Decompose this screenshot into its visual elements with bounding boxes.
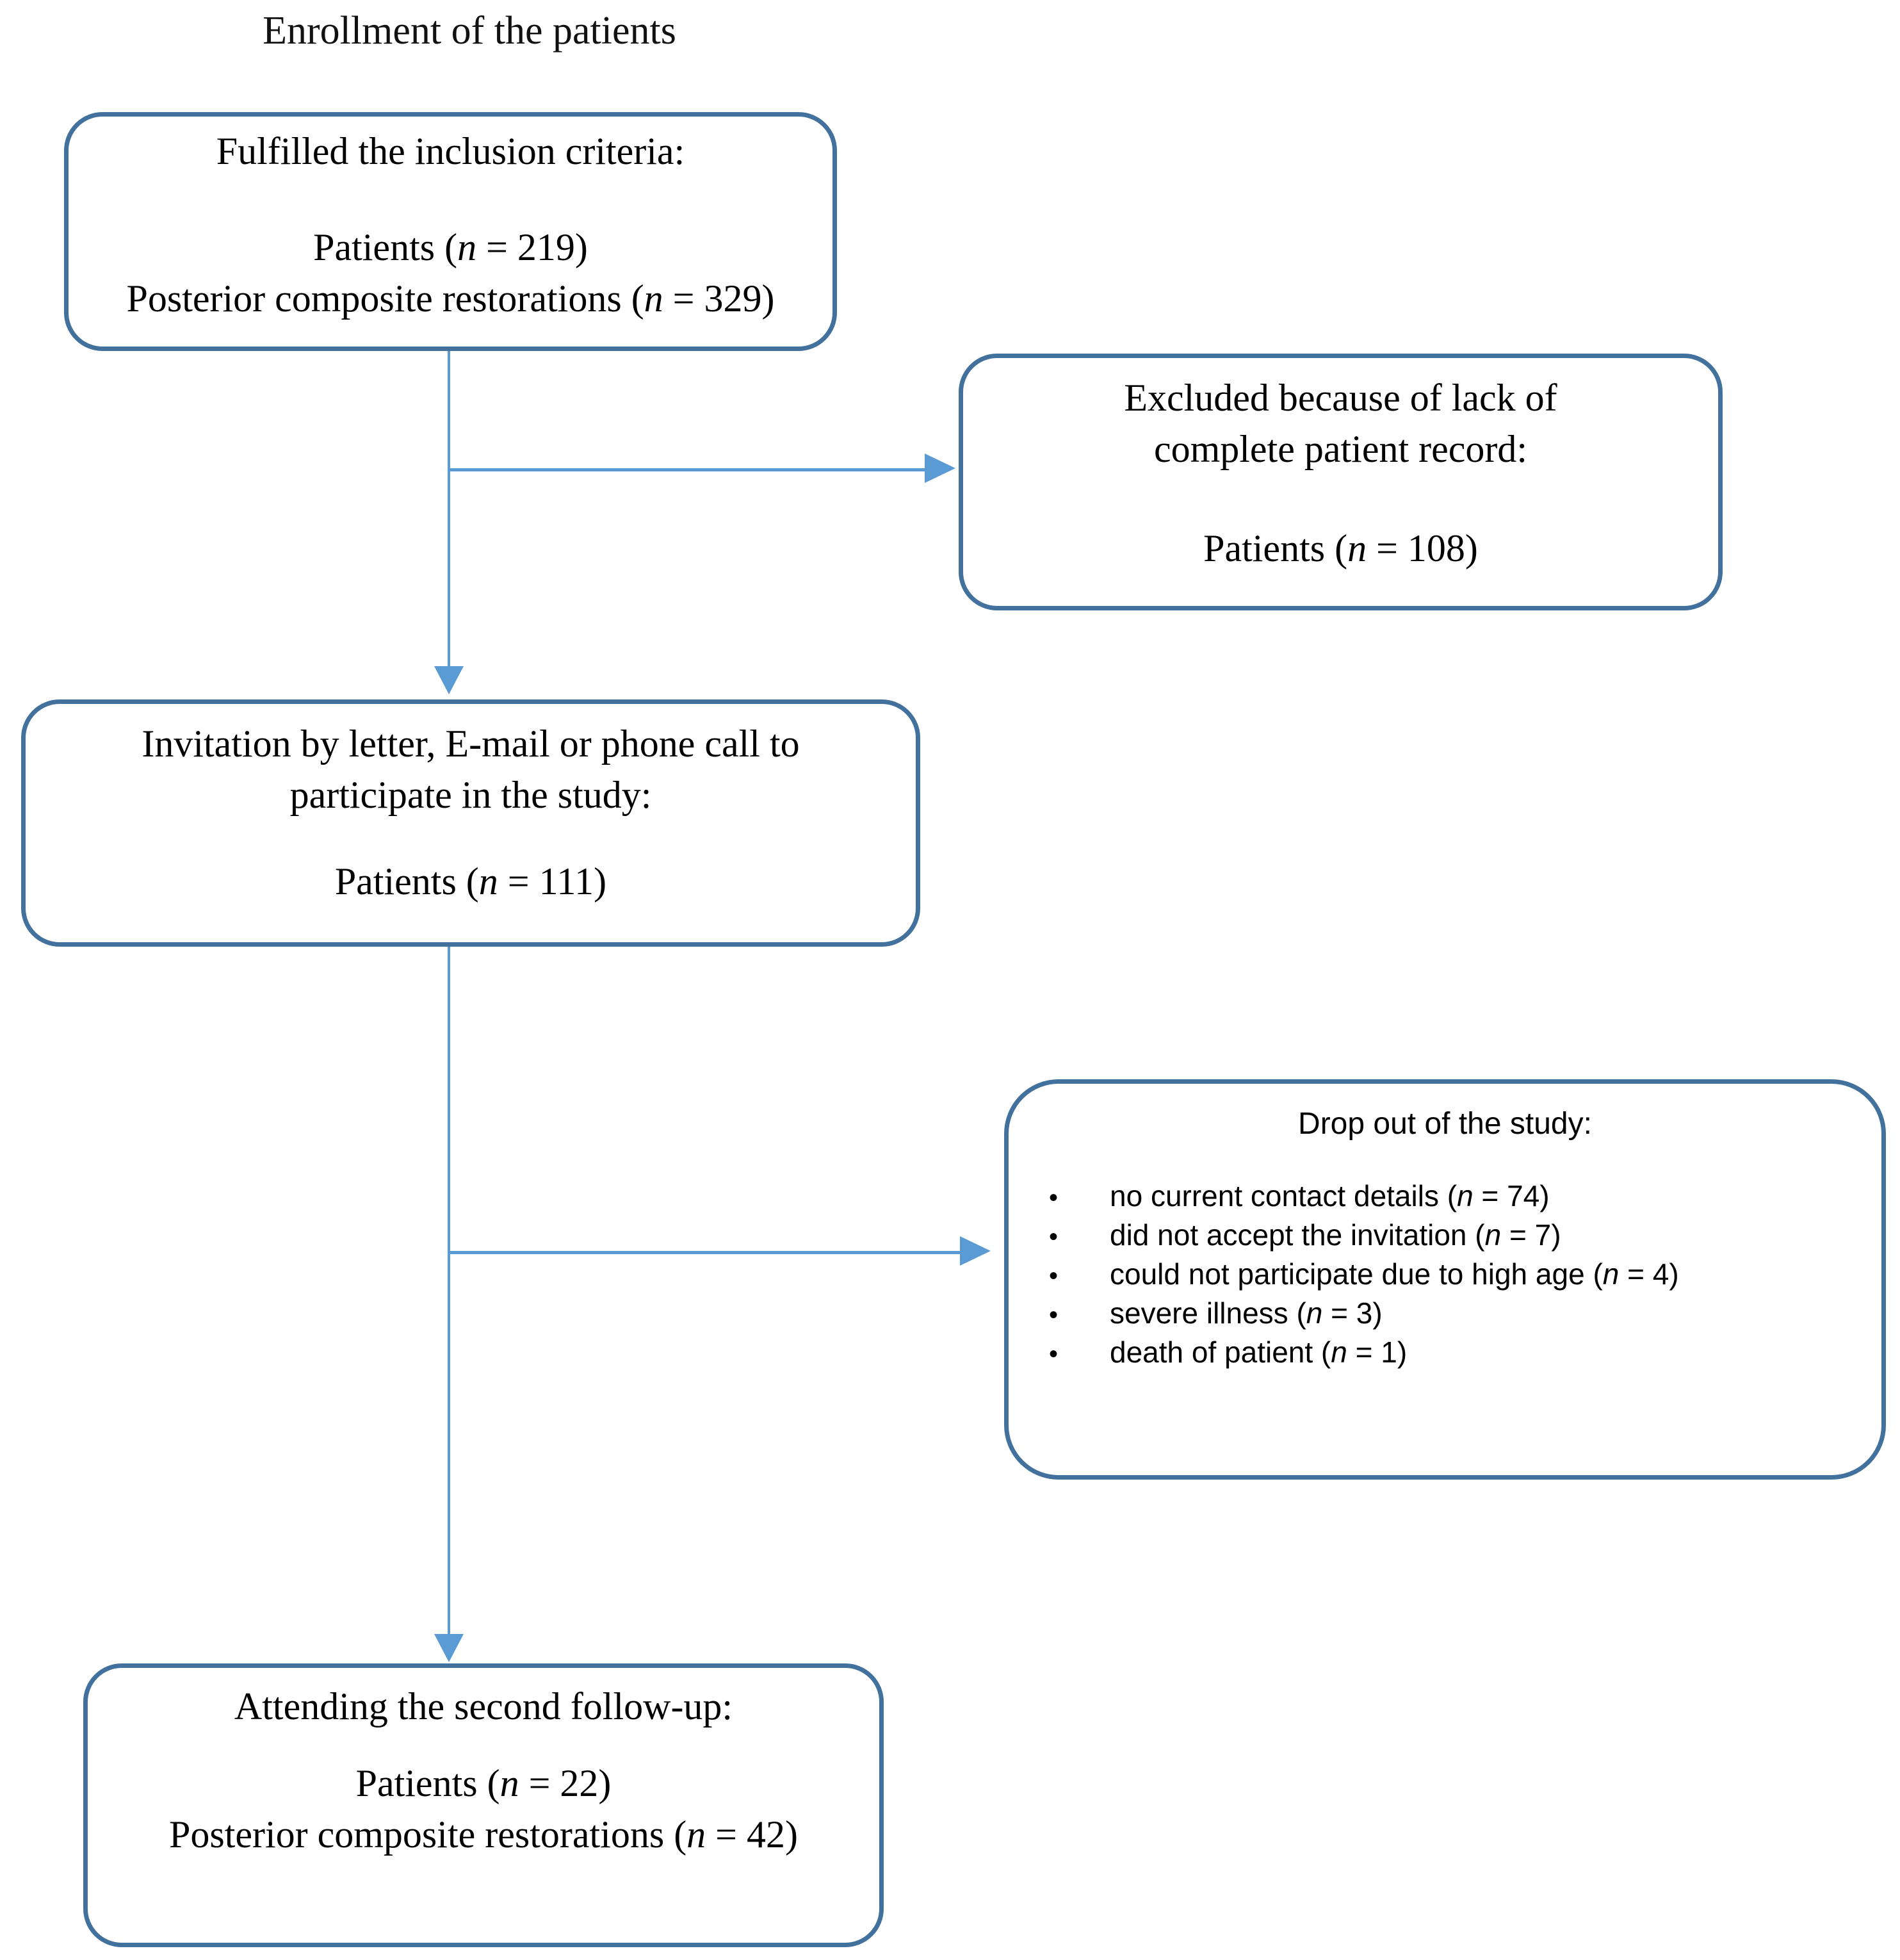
bullet-icon: • — [1049, 1262, 1059, 1290]
bullet-icon: • — [1049, 1340, 1059, 1368]
bullet-icon: • — [1049, 1223, 1059, 1251]
stat-line-patients: Patients (n = 219) — [313, 226, 588, 268]
spacer — [963, 475, 1718, 523]
box-heading: Drop out of the study: — [1298, 1107, 1592, 1141]
box-heading: Attending the second follow-up: — [234, 1685, 733, 1727]
box-heading: Fulfilled the inclusion criteria: — [216, 130, 685, 172]
list-item: • did not accept the invitation (n = 7) — [1031, 1216, 1869, 1255]
box-heading-line1: Invitation by letter, E-mail or phone ca… — [142, 723, 800, 765]
bullet-text: no current contact details (n = 74) — [1110, 1179, 1550, 1213]
box-heading-line2: participate in the study: — [289, 774, 652, 816]
connector-line-vertical-2 — [448, 947, 450, 1635]
connector-line-to-excluded — [449, 468, 926, 471]
arrow-right-icon — [960, 1236, 991, 1266]
stat-line-patients: Patients (n = 22) — [355, 1762, 612, 1804]
bullet-icon: • — [1049, 1301, 1059, 1329]
bullet-text: did not accept the invitation (n = 7) — [1110, 1218, 1561, 1252]
stat-line-patients: Patients (n = 108) — [1203, 527, 1478, 569]
flow-box-dropout: Drop out of the study: • no current conta… — [1004, 1079, 1886, 1480]
spacer — [1009, 1144, 1881, 1177]
flow-box-invitation: Invitation by letter, E-mail or phone ca… — [21, 699, 920, 947]
stat-line-restorations: Posterior composite restorations (n = 32… — [126, 277, 775, 320]
bullet-text: could not participate due to high age (n… — [1110, 1257, 1679, 1291]
flow-box-attending: Attending the second follow-up: Patients… — [83, 1663, 884, 1947]
arrow-down-icon — [434, 1634, 464, 1662]
box-heading-line1: Excluded because of lack of — [1124, 377, 1557, 419]
page-title: Enrollment of the patients — [263, 9, 676, 53]
connector-line-to-dropout — [449, 1251, 961, 1254]
bullet-icon: • — [1049, 1184, 1059, 1212]
box-heading-line2: complete patient record: — [1153, 428, 1528, 470]
arrow-down-icon — [434, 666, 464, 694]
stat-line-restorations: Posterior composite restorations (n = 42… — [168, 1813, 798, 1856]
list-item: • severe illness (n = 3) — [1031, 1294, 1869, 1334]
dropout-reason-list: • no current contact details (n = 74) • di… — [1009, 1177, 1881, 1373]
list-item: • could not participate due to high age (… — [1031, 1255, 1869, 1294]
flow-box-excluded: Excluded because of lack of complete pat… — [959, 354, 1723, 610]
spacer — [88, 1732, 879, 1758]
bullet-text: death of patient (n = 1) — [1110, 1335, 1408, 1369]
spacer — [26, 821, 916, 856]
spacer — [69, 177, 832, 222]
stat-line-patients: Patients (n = 111) — [334, 860, 607, 902]
arrow-right-icon — [925, 453, 955, 483]
flow-box-inclusion-criteria: Fulfilled the inclusion criteria: Patien… — [64, 112, 837, 351]
list-item: • death of patient (n = 1) — [1031, 1334, 1869, 1373]
connector-line-vertical-1 — [448, 351, 450, 668]
list-item: • no current contact details (n = 74) — [1031, 1177, 1869, 1216]
bullet-text: severe illness (n = 3) — [1110, 1296, 1383, 1330]
